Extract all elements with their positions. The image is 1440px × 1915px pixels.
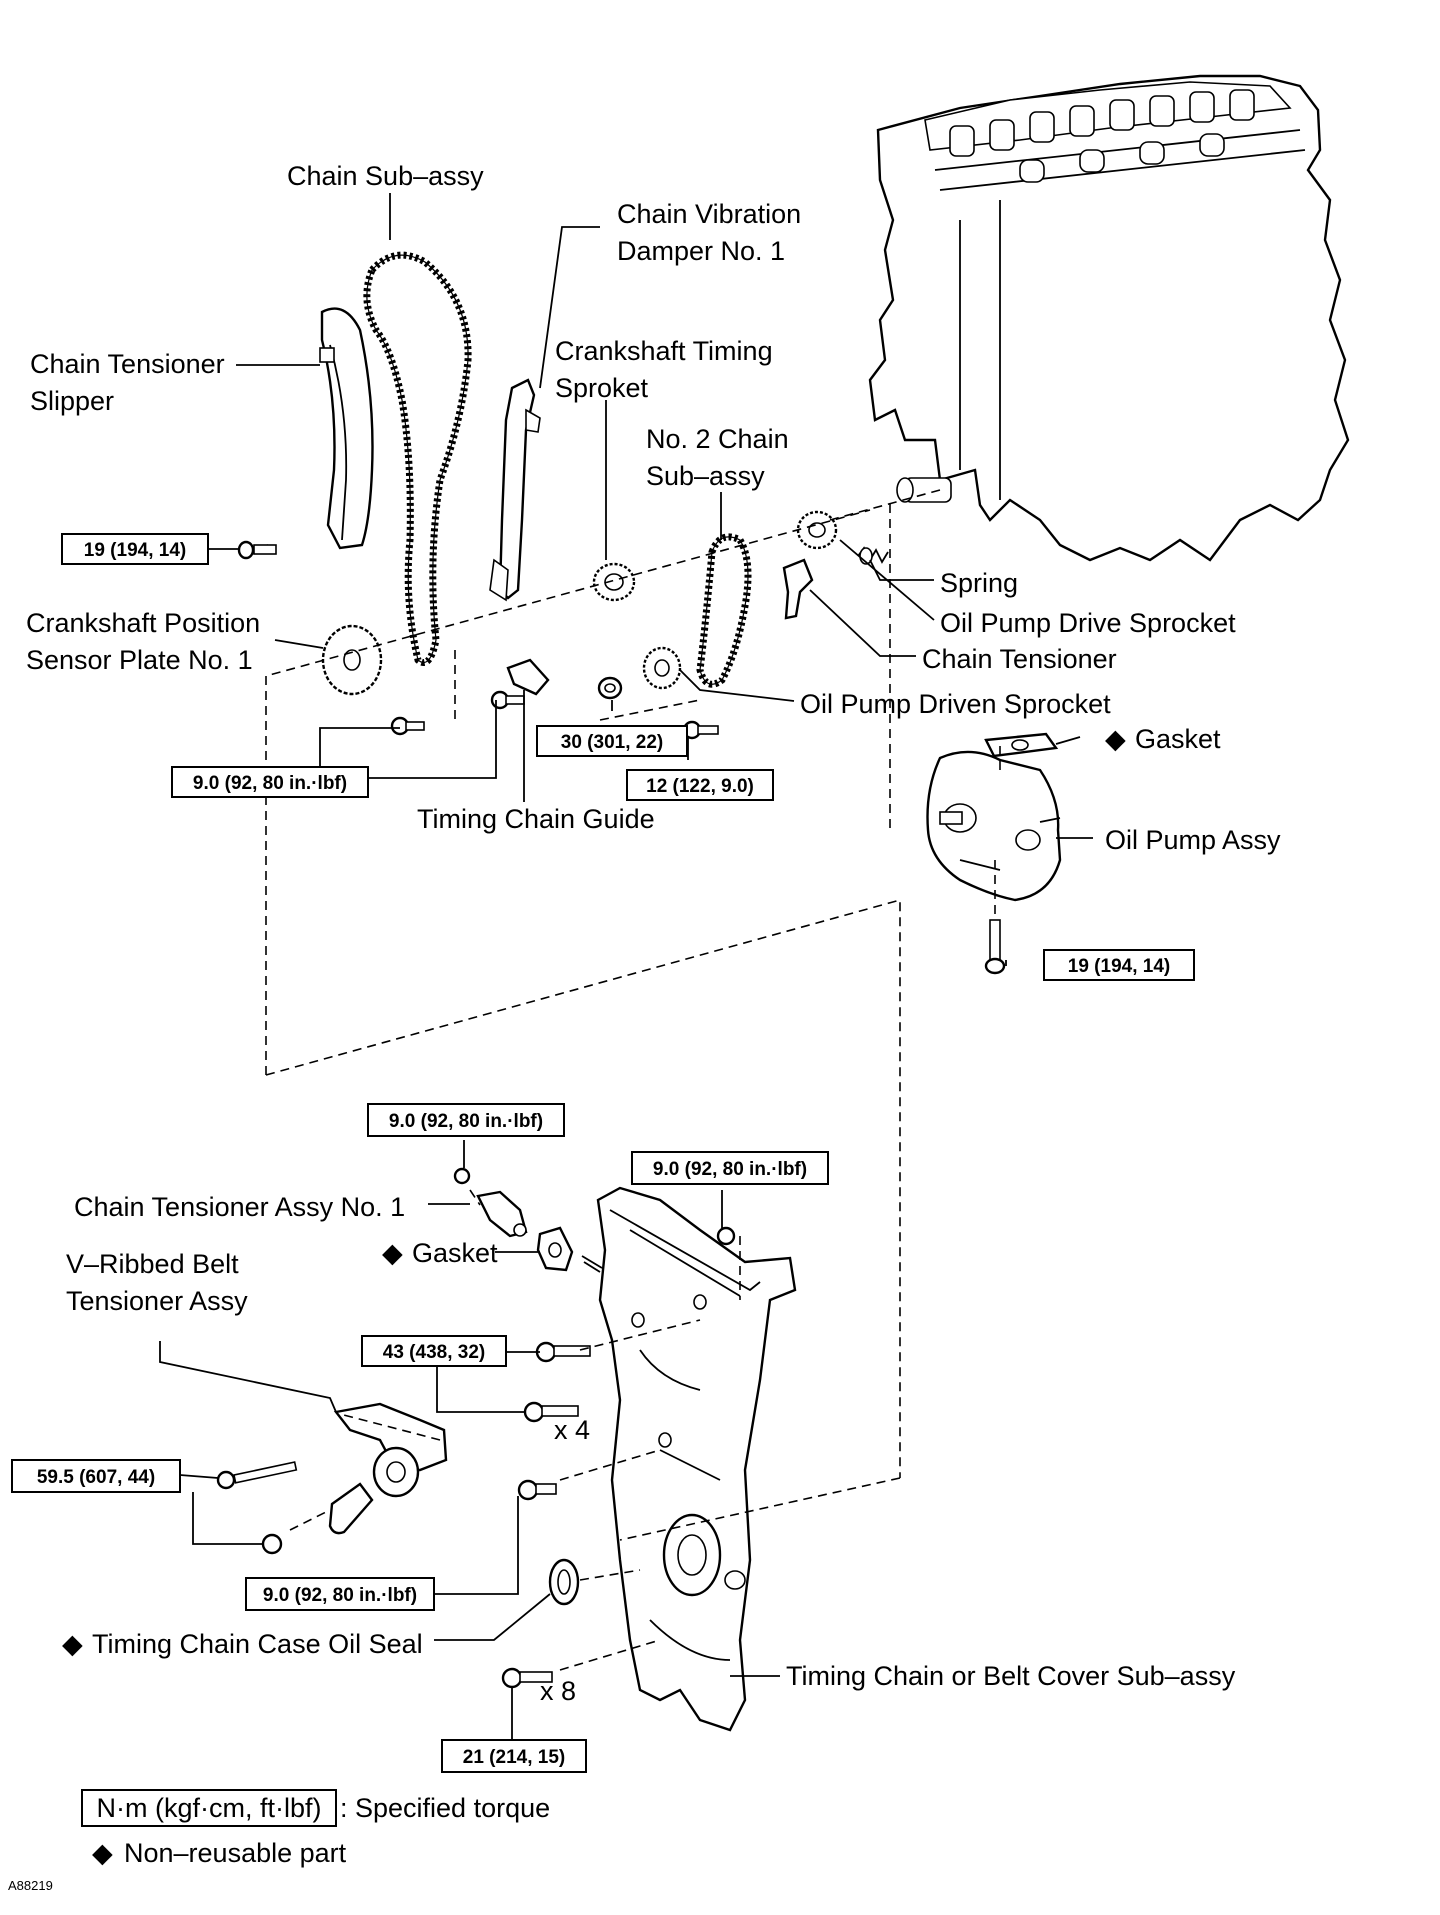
part-labels: Chain Sub–assy Chain Vibration Damper No…	[26, 161, 1281, 1706]
torque-box-11: 21 (214, 15)	[441, 1739, 587, 1773]
legend-unit-box: N·m (kgf·cm, ft·lbf)	[97, 1793, 322, 1823]
legend-unit-text: : Specified torque	[340, 1793, 550, 1823]
label-oil-pump-assy: Oil Pump Assy	[1105, 825, 1281, 855]
label-x4: x 4	[554, 1415, 590, 1445]
label-timing-chain-or-belt-cover: Timing Chain or Belt Cover Sub–assy	[786, 1661, 1236, 1691]
label-chain-tensioner-slipper-line1: Chain Tensioner	[30, 349, 225, 379]
diamond-icon: ◆	[92, 1838, 113, 1868]
leader-lines	[159, 193, 1093, 1740]
diamond-icon: ◆	[382, 1238, 403, 1268]
label-no2-chain-sub-assy-line1: No. 2 Chain	[646, 424, 789, 454]
label-crankshaft-position-sensor-plate-line2: Sensor Plate No. 1	[26, 645, 253, 675]
label-v-ribbed-belt-tensioner-line2: Tensioner Assy	[66, 1286, 248, 1316]
no2-chain-sub-assy	[696, 533, 752, 688]
label-x8: x 8	[540, 1676, 576, 1706]
oil-pump-bolt	[984, 919, 1006, 975]
label-chain-tensioner-assy-no1: Chain Tensioner Assy No. 1	[74, 1192, 405, 1222]
label-chain-tensioner: Chain Tensioner	[922, 644, 1117, 674]
chain-tensioner-assy-no1	[453, 1167, 528, 1238]
torque-value: 59.5 (607, 44)	[37, 1467, 155, 1488]
chain-tensioner-slipper	[319, 307, 374, 550]
legend: N·m (kgf·cm, ft·lbf) : Specified torque …	[8, 1789, 550, 1893]
diamond-icon: ◆	[62, 1629, 83, 1659]
assembly-dash-lines	[265, 489, 1001, 1671]
label-no2-chain-sub-assy-line2: Sub–assy	[646, 461, 765, 491]
crankshaft-position-sensor-plate	[321, 624, 383, 696]
gasket-top-part	[984, 732, 1059, 758]
label-oil-pump-drive-sprocket: Oil Pump Drive Sprocket	[940, 608, 1236, 638]
oil-pump-driven-sprocket	[642, 646, 682, 690]
torque-value: 9.0 (92, 80 in.·lbf)	[193, 773, 347, 794]
torque-value: 19 (194, 14)	[84, 540, 186, 561]
label-gasket-top: Gasket	[1135, 724, 1221, 754]
timing-chain-case-oil-seal-part	[548, 1558, 580, 1606]
torque-box-1: 19 (194, 14)	[61, 533, 209, 565]
torque-value: 21 (214, 15)	[463, 1747, 565, 1768]
label-chain-vibration-damper-line1: Chain Vibration	[617, 199, 801, 229]
torque-value: 9.0 (92, 80 in.·lbf)	[653, 1159, 807, 1180]
torque-box-4: 12 (122, 9.0)	[626, 769, 774, 801]
torque-value: 19 (194, 14)	[1068, 956, 1170, 977]
label-timing-chain-case-oil-seal: Timing Chain Case Oil Seal	[92, 1629, 423, 1659]
torque-box-8: 43 (438, 32)	[361, 1335, 507, 1367]
chain-sub-assy	[363, 251, 472, 666]
torque-box-2: 9.0 (92, 80 in.·lbf)	[171, 766, 369, 798]
torque-box-9: 59.5 (607, 44)	[11, 1459, 181, 1493]
diamond-icon: ◆	[1105, 724, 1126, 754]
label-timing-chain-guide: Timing Chain Guide	[417, 804, 655, 834]
torque-value: 30 (301, 22)	[561, 732, 663, 753]
torque-box-10: 9.0 (92, 80 in.·lbf)	[245, 1577, 435, 1611]
nut-driven	[597, 676, 623, 700]
spring	[857, 546, 889, 565]
timing-chain-guide	[506, 658, 550, 696]
oil-pump-assy	[926, 750, 1062, 902]
crankshaft-timing-sproket	[592, 562, 636, 602]
torque-box-6: 9.0 (92, 80 in.·lbf)	[367, 1103, 565, 1137]
oil-pump-drive-sprocket	[796, 510, 838, 550]
label-v-ribbed-belt-tensioner-line1: V–Ribbed Belt	[66, 1249, 239, 1279]
chain-tensioner-part	[782, 558, 814, 620]
torque-value: 9.0 (92, 80 in.·lbf)	[263, 1585, 417, 1606]
timing-chain-cover	[596, 1186, 797, 1732]
label-crankshaft-position-sensor-plate-line1: Crankshaft Position	[26, 608, 260, 638]
legend-non-reusable: Non–reusable part	[124, 1838, 347, 1868]
v-ribbed-belt-tensioner	[216, 1402, 448, 1555]
torque-value: 43 (438, 32)	[383, 1342, 485, 1363]
label-oil-pump-driven-sprocket: Oil Pump Driven Sprocket	[800, 689, 1111, 719]
torque-value: 9.0 (92, 80 in.·lbf)	[389, 1111, 543, 1132]
label-gasket-bottom: Gasket	[412, 1238, 498, 1268]
torque-box-5: 19 (194, 14)	[1043, 949, 1195, 981]
label-crankshaft-timing-sproket-line1: Crankshaft Timing	[555, 336, 773, 366]
gasket-bottom-part	[536, 1226, 736, 1273]
bolts-cover-area	[501, 1341, 591, 1689]
figure-id: A88219	[8, 1878, 53, 1893]
label-chain-sub-assy: Chain Sub–assy	[287, 161, 484, 191]
torque-box-7: 9.0 (92, 80 in.·lbf)	[631, 1151, 829, 1185]
bolts-chain-area	[237, 540, 719, 740]
chain-vibration-damper	[489, 378, 541, 602]
torque-value: 12 (122, 9.0)	[646, 776, 754, 797]
label-chain-vibration-damper-line2: Damper No. 1	[617, 236, 785, 266]
label-chain-tensioner-slipper-line2: Slipper	[30, 386, 114, 416]
label-spring: Spring	[940, 568, 1018, 598]
torque-box-3: 30 (301, 22)	[536, 725, 688, 757]
label-crankshaft-timing-sproket-line2: Sproket	[555, 373, 649, 403]
engine-block	[868, 74, 1350, 562]
